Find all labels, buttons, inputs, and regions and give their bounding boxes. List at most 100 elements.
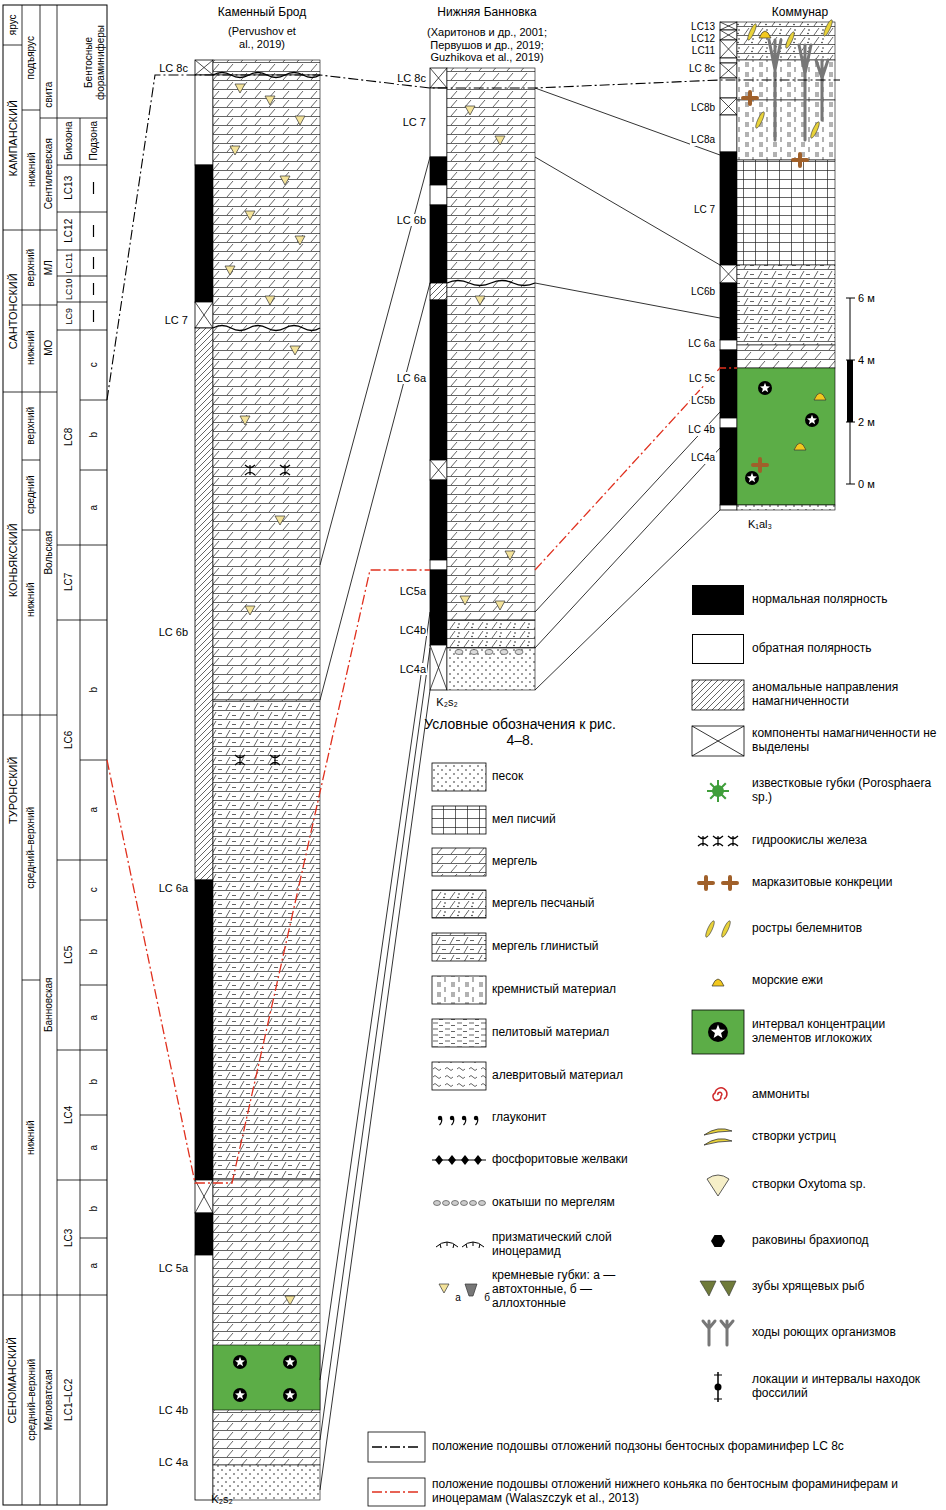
table-rule — [80, 400, 107, 401]
interval-label: LC8a — [690, 134, 716, 146]
polarity-segment — [430, 300, 447, 460]
coniacian-base-line — [107, 570, 430, 1183]
polarity-segment — [430, 460, 447, 480]
legend-text: мергель песчаный — [492, 896, 595, 910]
belemnite-symbol — [809, 121, 821, 139]
table-rule — [80, 1238, 107, 1239]
section-title: Коммунар — [772, 6, 828, 20]
table-cell: нижний — [25, 306, 37, 390]
table-cell: LC1–LC2 — [63, 1298, 75, 1503]
legend-text: ростры белемнитов — [752, 921, 862, 935]
pellet-symbol — [479, 1201, 486, 1206]
interval-label: LC5b — [690, 395, 716, 407]
table-cell: Подзона — [88, 118, 100, 164]
legend-text: фосфоритовые желваки — [492, 1152, 628, 1166]
table-rule — [80, 118, 107, 119]
table-rule — [22, 110, 40, 111]
hardground-surface — [447, 281, 535, 286]
legend-text: песок — [492, 769, 523, 783]
interval-label: LC11 — [691, 45, 716, 57]
polarity-segment — [430, 185, 447, 205]
polarity-segment — [195, 165, 213, 302]
belemnite-symbol — [822, 19, 834, 37]
table-cell: LC8 — [63, 337, 75, 537]
lc8c-base-sample — [372, 1446, 421, 1447]
stratigraphic-table — [3, 5, 107, 1505]
table-rule — [40, 1295, 57, 1296]
legend-item: глауконит — [492, 1111, 642, 1125]
table-rule — [80, 470, 107, 471]
phosphorite-nodule — [461, 1155, 469, 1165]
legend-sample — [692, 1010, 744, 1054]
echinoderm-star — [235, 1357, 245, 1367]
echinoderm-disk — [745, 471, 759, 485]
legend-cross — [692, 726, 744, 756]
table-cell: Меловатская — [43, 1298, 55, 1503]
echinoderm-disk — [805, 413, 819, 427]
table-cell: верхний — [25, 393, 37, 459]
polarity-cross — [720, 22, 737, 30]
legend-text: компоненты намагниченности не выделены — [752, 726, 936, 754]
table-cell: средний–верхний — [25, 718, 37, 978]
interval-label: LC4a — [690, 452, 716, 464]
table-cell: средний–верхний — [25, 1298, 37, 1503]
interval-label: LC 6a — [158, 882, 189, 895]
echinoderm-disk — [758, 381, 772, 395]
echinoderm-star — [235, 1390, 245, 1400]
phosphorite-nodule — [474, 1155, 482, 1165]
echinoderm-disk — [283, 1388, 297, 1402]
table-cell: b — [88, 680, 100, 700]
table-rule — [80, 1180, 107, 1181]
table-cell: a — [88, 498, 100, 518]
table-rule — [22, 305, 40, 306]
table-rule — [80, 118, 81, 1505]
lithology-layer — [213, 75, 320, 700]
pellet-symbol — [500, 650, 508, 655]
polarity-segment — [720, 63, 737, 78]
legend-item: обратная полярность — [752, 642, 937, 656]
legend-text: положение подошвы отложений нижнего конь… — [432, 1477, 898, 1505]
table-border — [3, 5, 107, 1505]
polarity-column — [720, 22, 737, 510]
legend-item: окатыши по мергелям — [492, 1196, 642, 1210]
sponge-symbol — [265, 296, 275, 305]
subzone-dash — [93, 225, 94, 237]
section-title: Нижняя Банновка — [437, 6, 536, 20]
table-cell: a — [88, 1008, 100, 1028]
interval-label: K₂s₂ — [436, 696, 457, 709]
table-rule — [57, 250, 80, 251]
interval-label: LC 4b — [687, 424, 716, 436]
legend-item: ходы роющих организмов — [752, 1326, 937, 1340]
burrow-symbol — [816, 60, 828, 120]
echinoderm-star — [285, 1357, 295, 1367]
lithology-layer — [213, 1180, 320, 1465]
table-rule — [57, 620, 80, 621]
subzone-dash — [93, 182, 94, 194]
polarity-segment — [720, 152, 737, 265]
location-tick — [714, 1399, 722, 1400]
legend-item: локации и интервалы находок фоссилий — [752, 1373, 937, 1401]
table-cell: LC6 — [63, 625, 75, 855]
interval-label: LC 7 — [693, 204, 716, 216]
iron-hydroxide-symbol — [698, 836, 708, 846]
table-rule — [40, 305, 57, 306]
sponge-symbol — [245, 606, 255, 615]
polarity-segment — [430, 157, 447, 185]
sea-urchin-symbol — [712, 979, 724, 986]
table-cell: Вольская — [43, 403, 55, 703]
legend-sample — [368, 1432, 425, 1462]
echinoderm-disk — [283, 1355, 297, 1369]
table-cell: LC7 — [63, 547, 75, 617]
interval-label: LC 4a — [158, 1456, 189, 1469]
pellet-symbol — [443, 1201, 450, 1206]
table-rule — [80, 330, 107, 331]
location-dot — [715, 1384, 722, 1391]
table-cell: c — [88, 880, 100, 900]
legend-item: аномальные направления намагниченности — [752, 681, 937, 709]
legend-item: створки устриц — [752, 1130, 937, 1144]
interval-label: LC8b — [690, 102, 716, 114]
table-rule — [57, 165, 80, 166]
polarity-segment — [195, 1180, 213, 1213]
legend-text: мергель глинистый — [492, 939, 599, 953]
interval-label: LC 8c — [688, 63, 716, 75]
